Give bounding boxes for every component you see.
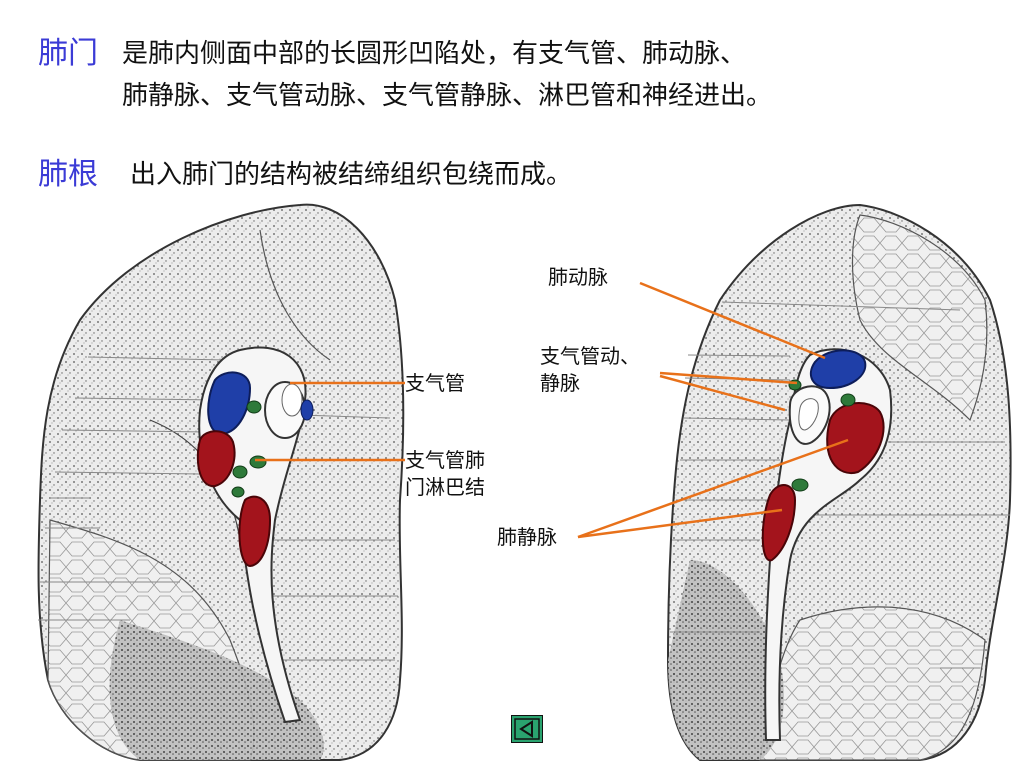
- right-pulmonary-vein-upper: [826, 401, 885, 475]
- left-lung-ridge: [259, 229, 331, 361]
- right-lung: [666, 203, 1012, 761]
- leader-bronchial-vessel-2: [659, 374, 786, 412]
- leader-pulmonary-artery: [639, 281, 826, 360]
- right-lung-lower-region: [759, 606, 986, 761]
- right-lymph-node: [840, 393, 856, 407]
- hilum-definition-line-1: 是肺内侧面中部的长圆形凹陷处，有支气管、肺动脉、: [122, 39, 747, 69]
- left-bronchus-lumen: [281, 383, 303, 417]
- leader-pulmonary-vein-2: [577, 508, 783, 539]
- triangle-left-icon: [514, 718, 540, 740]
- label-hilar-lymph-nodes-line-2: 门淋巴结: [405, 475, 485, 499]
- term-hilum: 肺门: [38, 36, 98, 71]
- right-pulmonary-artery: [810, 349, 867, 390]
- left-pulmonary-vein-upper: [196, 430, 236, 488]
- label-bronchial-vessels-line-1: 支气管动、: [540, 344, 640, 368]
- back-button[interactable]: [511, 715, 543, 743]
- left-lymph-node: [249, 455, 267, 469]
- left-pulmonary-artery: [207, 371, 252, 436]
- left-pulmonary-vein-lower: [238, 495, 272, 568]
- left-lung-base-shadow: [109, 620, 324, 760]
- right-pulmonary-vein-lower: [761, 484, 797, 562]
- leader-lines: [255, 281, 849, 539]
- right-bronchus-lumen: [798, 398, 819, 431]
- label-bronchial-vessels-line-2: 静脉: [540, 371, 580, 395]
- left-lymph-node: [232, 465, 248, 479]
- left-lung: [37, 203, 405, 761]
- label-hilar-lymph-nodes-line-1: 支气管肺: [405, 448, 485, 472]
- lung-root-definition: 出入肺门的结构被结缔组织包绕而成。: [130, 160, 573, 190]
- left-lymph-node: [246, 400, 262, 414]
- right-lung-upper-region: [851, 214, 988, 422]
- left-lung-guide-lines: [38, 356, 398, 661]
- label-pulmonary-artery: 肺动脉: [548, 265, 608, 289]
- term-lung-root: 肺根: [38, 157, 98, 192]
- left-bronchial-vessel: [300, 399, 314, 421]
- leader-bronchial-vessel-1: [659, 371, 798, 385]
- label-bronchus: 支气管: [405, 371, 465, 395]
- leader-pulmonary-vein-1: [577, 438, 849, 539]
- right-lung-base-shadow: [668, 560, 784, 760]
- right-lymph-node: [791, 478, 809, 492]
- right-lung-guide-lines: [670, 301, 1010, 669]
- hilum-definition-line-2: 肺静脉、支气管动脉、支气管静脉、淋巴管和神经进出。: [122, 81, 773, 111]
- left-lymph-node: [231, 486, 245, 498]
- label-pulmonary-vein: 肺静脉: [497, 525, 557, 549]
